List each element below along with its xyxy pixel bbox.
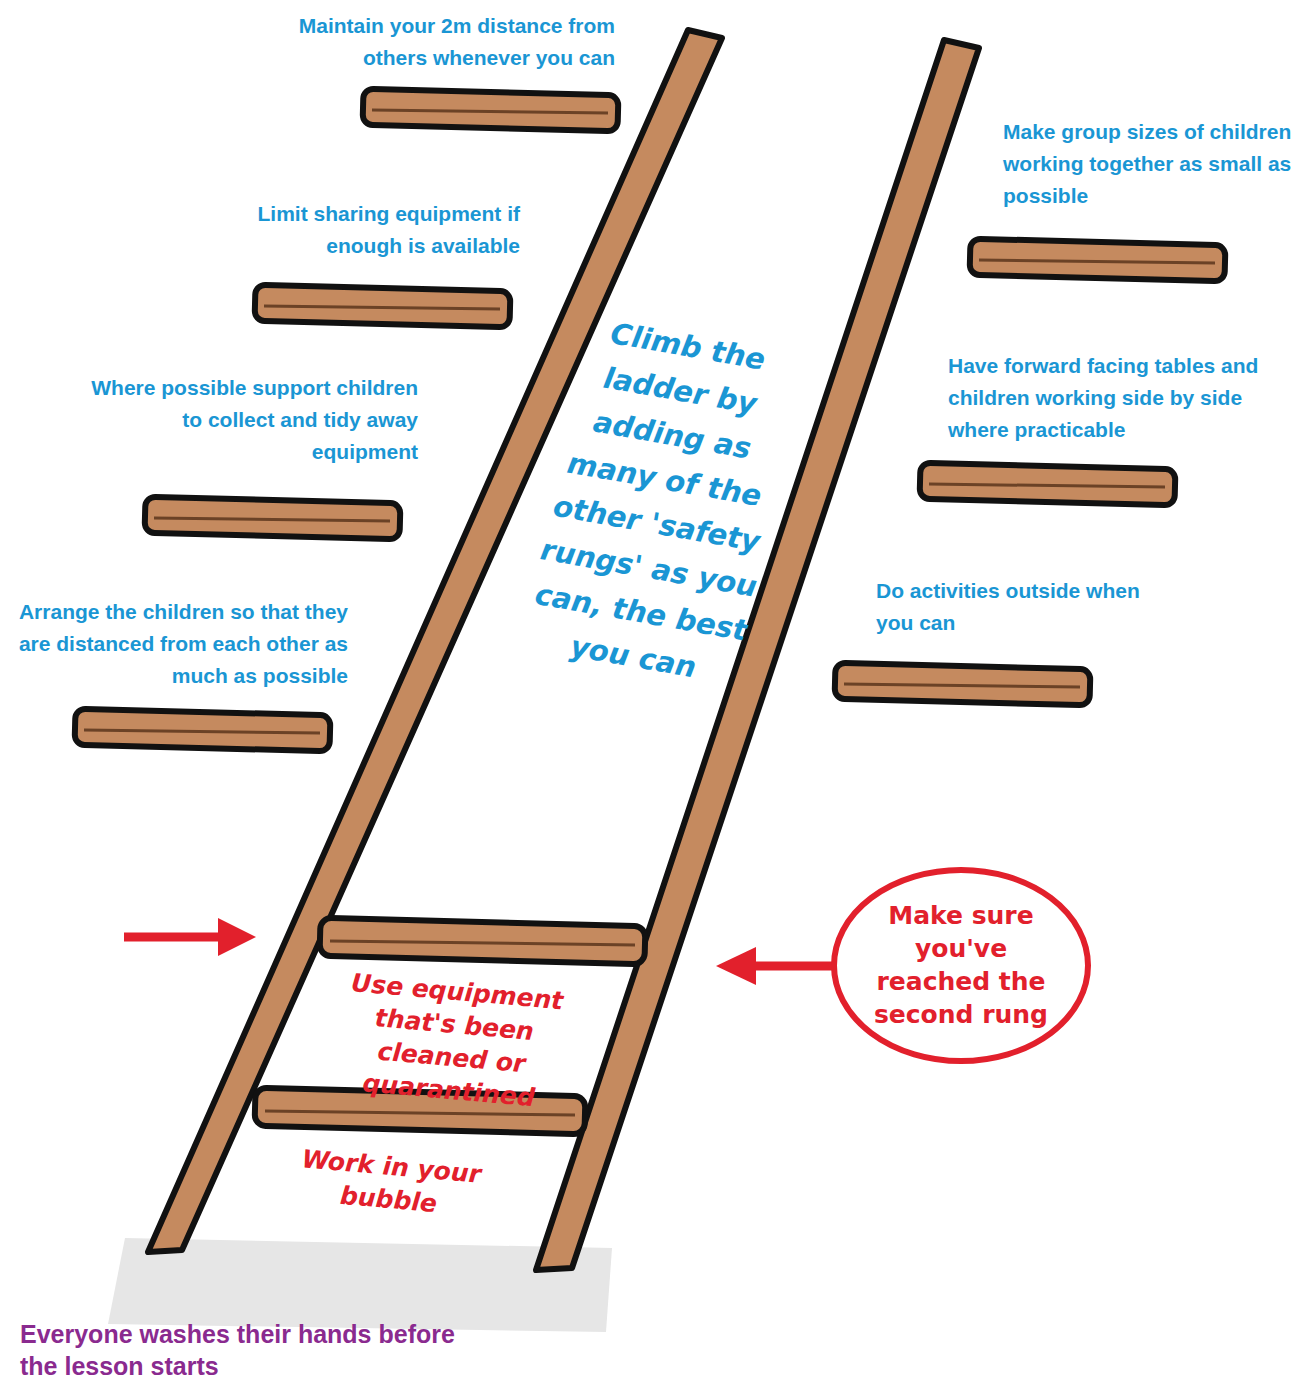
rung-note: Arrange the children so that they are di… — [8, 596, 348, 692]
rung-grain — [929, 484, 1165, 487]
rung-grain — [979, 260, 1215, 263]
rung-note: Make group sizes of children working tog… — [1003, 116, 1300, 212]
rung — [75, 709, 331, 752]
rung-rule: Use equipment that's been cleaned or qua… — [313, 963, 593, 1118]
rung — [363, 89, 619, 132]
floating-rung — [145, 497, 401, 540]
ellipse-outline — [830, 866, 1092, 1065]
rung — [970, 239, 1226, 282]
footer-note: Everyone washes their hands before the l… — [20, 1318, 480, 1382]
arrow-head — [218, 918, 256, 956]
rung-grain — [154, 518, 390, 521]
floating-rung — [255, 285, 511, 328]
callout-text: Make sure you've reached the second rung — [865, 899, 1057, 1031]
rung — [835, 663, 1091, 706]
rung-rule: Work in your bubble — [292, 1142, 487, 1224]
callout-ellipse: Make sure you've reached the second rung — [830, 866, 1092, 1065]
rung-grain — [264, 306, 500, 309]
ladder-rung — [320, 918, 646, 964]
rung-note: Have forward facing tables and children … — [948, 350, 1293, 446]
floating-rung — [363, 89, 619, 132]
floating-rung — [920, 463, 1176, 506]
rung-note: Limit sharing equipment if enough is ava… — [200, 198, 520, 262]
arrow-head — [716, 947, 756, 985]
rung — [920, 463, 1176, 506]
rung-grain — [330, 941, 635, 945]
rung-note: Do activities outside when you can — [876, 575, 1176, 639]
pointer-arrow — [716, 947, 832, 985]
arrow-shaft — [748, 962, 832, 971]
rung-note: Where possible support children to colle… — [88, 372, 418, 468]
pointer-arrow — [124, 918, 256, 956]
rung-grain — [84, 730, 320, 733]
rung — [255, 285, 511, 328]
rung — [320, 918, 646, 964]
rung — [145, 497, 401, 540]
arrow-shaft — [124, 933, 225, 942]
rung-grain — [372, 110, 608, 113]
ellipse-border — [834, 870, 1088, 1061]
floating-rung — [835, 663, 1091, 706]
rung-note: Maintain your 2m distance from others wh… — [235, 10, 615, 74]
floating-rung — [970, 239, 1226, 282]
floating-rung — [75, 709, 331, 752]
rung-grain — [844, 684, 1080, 687]
